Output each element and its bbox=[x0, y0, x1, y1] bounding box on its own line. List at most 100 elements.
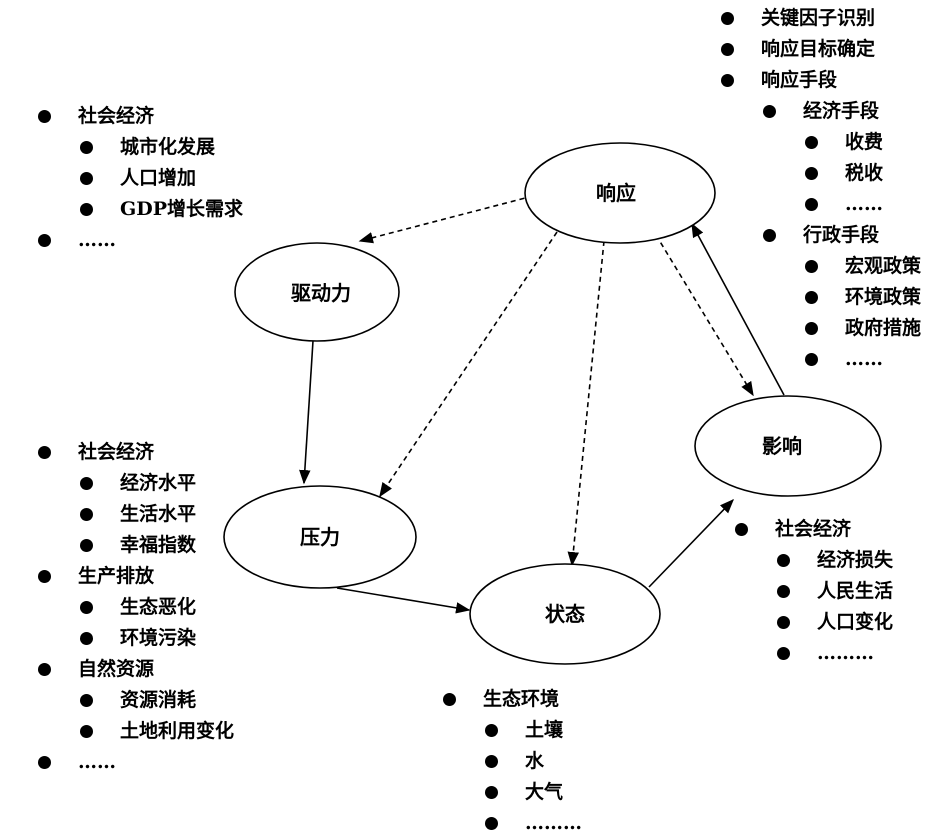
node-driver: 驱动力 bbox=[234, 242, 400, 342]
bullet-dot-icon bbox=[805, 136, 818, 149]
list-item-label: 城市化发展 bbox=[120, 136, 216, 158]
bullet-dot-icon bbox=[38, 446, 51, 459]
bullet-dot-icon bbox=[38, 110, 51, 123]
bullet-dot-icon bbox=[805, 322, 818, 335]
list-item-label: 土地利用变化 bbox=[120, 720, 235, 742]
bullet-dot-icon bbox=[805, 353, 818, 366]
bullet-dot-icon bbox=[485, 786, 498, 799]
list-item-label: 行政手段 bbox=[803, 224, 880, 246]
bullet-dot-icon bbox=[485, 817, 498, 830]
bullet-dot-icon bbox=[777, 554, 790, 567]
bullet-dot-icon bbox=[777, 585, 790, 598]
bullet-dot-icon bbox=[721, 43, 734, 56]
bullet-dot-icon bbox=[80, 601, 93, 614]
list-item-label: 大气 bbox=[525, 781, 564, 803]
edge-response-pressure bbox=[379, 231, 558, 498]
node-state-shape bbox=[469, 563, 661, 665]
list-item-label: ……… bbox=[817, 642, 874, 664]
bullet-dot-icon bbox=[805, 260, 818, 273]
list-item-label: 人口增加 bbox=[120, 167, 197, 189]
list-item-label: …… bbox=[78, 229, 116, 251]
edge-pressure-state bbox=[336, 587, 471, 614]
list-item-label: 社会经济 bbox=[78, 105, 155, 127]
bullet-dot-icon bbox=[721, 12, 734, 25]
bullet-dot-icon bbox=[38, 756, 51, 769]
bullet-dot-icon bbox=[80, 725, 93, 738]
node-response-label: 响应 bbox=[596, 181, 636, 205]
edge-state-impact bbox=[648, 498, 735, 588]
edge-response-impact bbox=[655, 234, 754, 397]
bullet-dot-icon bbox=[80, 694, 93, 707]
bullet-dot-icon bbox=[80, 172, 93, 185]
node-pressure-label: 压力 bbox=[300, 525, 340, 549]
list-item-label: …… bbox=[845, 348, 883, 370]
bullet-dot-icon bbox=[763, 229, 776, 242]
list-item-label: 生态恶化 bbox=[120, 596, 197, 618]
bullet-dot-icon bbox=[485, 724, 498, 737]
bullet-dot-icon bbox=[485, 755, 498, 768]
bullet-dot-icon bbox=[805, 291, 818, 304]
list-item-label: 幸福指数 bbox=[120, 534, 197, 556]
edge-response-driver bbox=[358, 195, 534, 244]
list-item-label: 环境污染 bbox=[120, 627, 197, 649]
list-item-label: 土壤 bbox=[525, 719, 564, 741]
edges bbox=[299, 195, 785, 614]
list-item-label: 经济手段 bbox=[803, 100, 880, 122]
node-response: 响应 bbox=[524, 142, 716, 244]
bullet-dot-icon bbox=[38, 570, 51, 583]
list-item-label: 响应手段 bbox=[761, 69, 838, 91]
bullet-dot-icon bbox=[80, 141, 93, 154]
list-item-label: 环境政策 bbox=[845, 286, 922, 308]
bullet-dot-icon bbox=[805, 198, 818, 211]
edge-impact-response bbox=[691, 222, 785, 396]
list-item-label: 政府措施 bbox=[845, 317, 922, 339]
list-item-label: GDP增长需求 bbox=[120, 198, 243, 220]
bullet-dot-icon bbox=[80, 477, 93, 490]
list-item-label: 生产排放 bbox=[78, 565, 155, 587]
bullet-dot-icon bbox=[735, 523, 748, 536]
list-item-label: 人民生活 bbox=[817, 580, 894, 602]
list-item-label: 税收 bbox=[845, 162, 884, 184]
node-impact-shape bbox=[694, 395, 882, 497]
list-item-label: 响应目标确定 bbox=[761, 38, 876, 60]
edge-driver-pressure bbox=[299, 340, 314, 485]
list-item-label: …… bbox=[845, 193, 883, 215]
list-item-label: 人口变化 bbox=[817, 611, 894, 633]
bullet-dot-icon bbox=[38, 234, 51, 247]
node-driver-shape bbox=[234, 242, 400, 342]
list-item-label: 经济损失 bbox=[817, 549, 894, 571]
bullet-dot-icon bbox=[80, 508, 93, 521]
bullet-dot-icon bbox=[80, 632, 93, 645]
list-item-label: 经济水平 bbox=[120, 472, 197, 494]
list-item-label: 生态环境 bbox=[483, 688, 560, 710]
bullet-dot-icon bbox=[777, 647, 790, 660]
bullet-dot-icon bbox=[763, 105, 776, 118]
bullet-dot-icon bbox=[721, 74, 734, 87]
node-state: 状态 bbox=[469, 563, 661, 665]
bullet-dot-icon bbox=[777, 616, 790, 629]
list-item-label: 自然资源 bbox=[78, 658, 155, 680]
list-item-label: 收费 bbox=[845, 131, 884, 153]
edge-response-state bbox=[567, 240, 605, 567]
bullet-dot-icon bbox=[80, 539, 93, 552]
bullet-dot-icon bbox=[38, 663, 51, 676]
list-item-label: …… bbox=[78, 751, 116, 773]
list-item-label: 水 bbox=[525, 750, 545, 772]
node-pressure: 压力 bbox=[223, 485, 417, 589]
list-item-label: 社会经济 bbox=[78, 441, 155, 463]
bullet-dot-icon bbox=[805, 167, 818, 180]
list-item-label: 生活水平 bbox=[120, 503, 197, 525]
bullet-dot-icon bbox=[80, 203, 93, 216]
list-item-label: 关键因子识别 bbox=[761, 7, 876, 29]
node-driver-label: 驱动力 bbox=[291, 281, 351, 305]
node-impact: 影响 bbox=[694, 395, 882, 497]
list-item-label: 资源消耗 bbox=[120, 689, 197, 711]
node-state-label: 状态 bbox=[545, 602, 585, 626]
node-pressure-shape bbox=[223, 485, 417, 589]
list-item-label: 社会经济 bbox=[775, 518, 852, 540]
list-item-label: 宏观政策 bbox=[845, 255, 922, 277]
list-item-label: ……… bbox=[525, 812, 582, 834]
bullet-dot-icon bbox=[443, 693, 456, 706]
node-response-shape bbox=[524, 142, 716, 244]
